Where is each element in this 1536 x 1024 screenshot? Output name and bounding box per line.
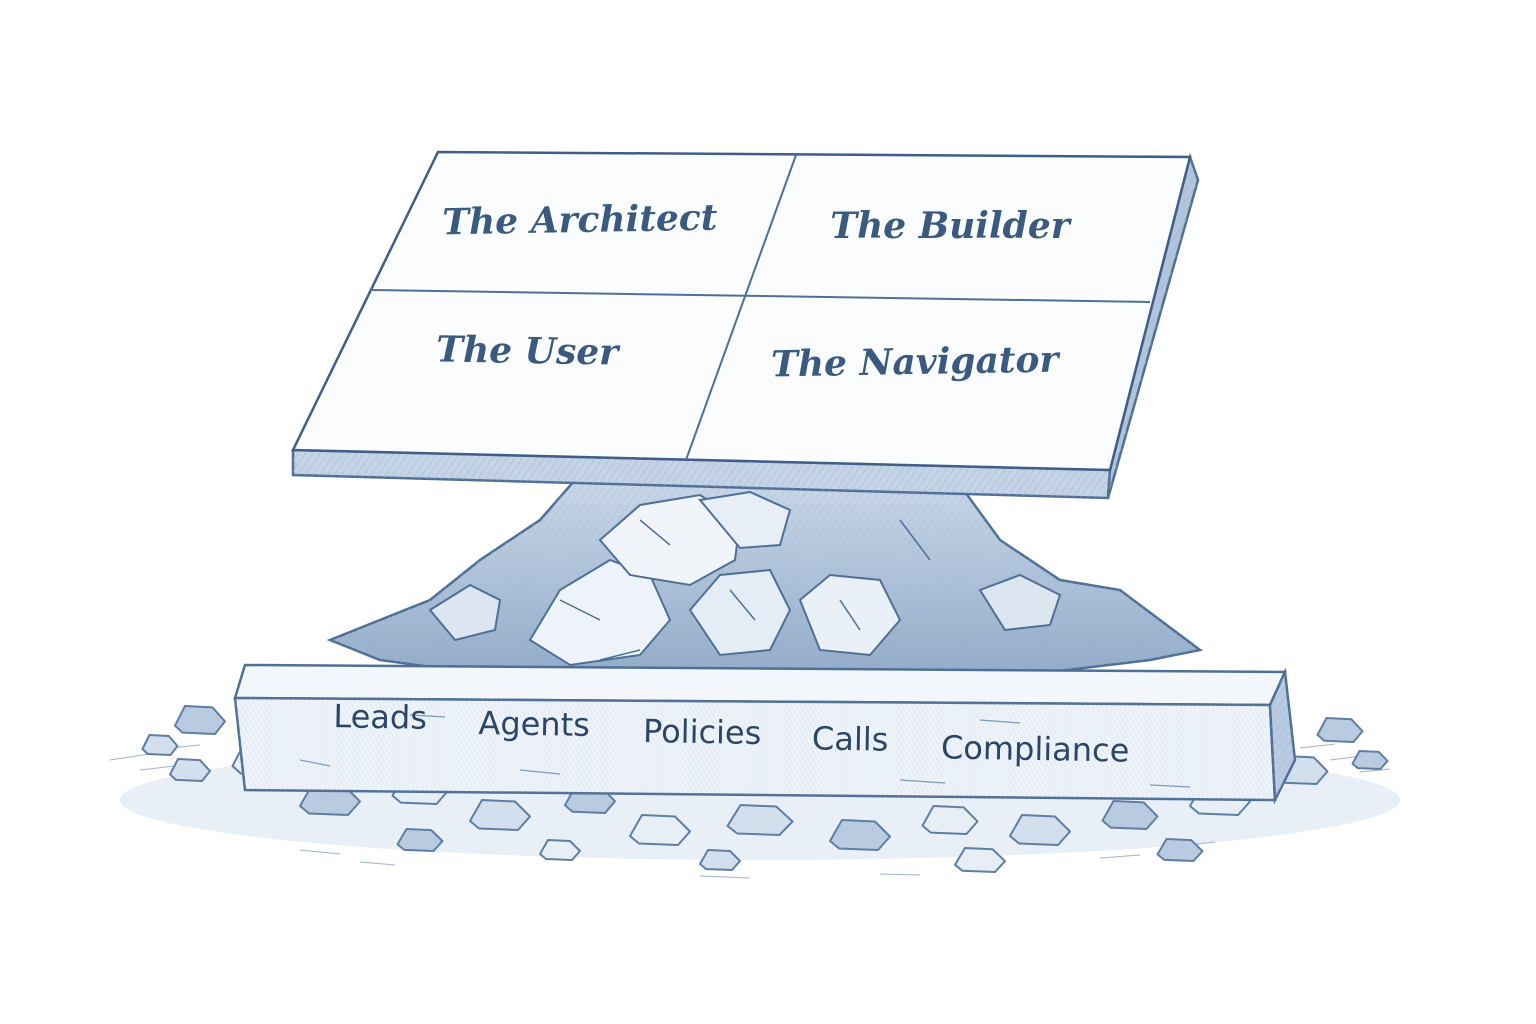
rubble-stone [1353,751,1388,769]
foundation-label: Agents [478,704,590,744]
rubble-stone [170,759,210,781]
panel-quadrant-label: The User [436,328,622,373]
rubble-stone [143,735,178,755]
top-panel [293,152,1198,498]
foundation-label: Policies [643,712,762,752]
panel-quadrant-label: The Navigator [771,338,1062,385]
panel-quadrant-label: The Builder [830,205,1072,247]
foundation-label: Compliance [941,728,1130,769]
rubble-stone [175,706,225,734]
foundation-label: Calls [812,719,889,758]
panel-quadrant-label: The Architect [442,197,718,244]
foundation-label: Leads [333,697,427,737]
rubble-stone [1318,718,1363,742]
rock-column [330,480,1200,690]
